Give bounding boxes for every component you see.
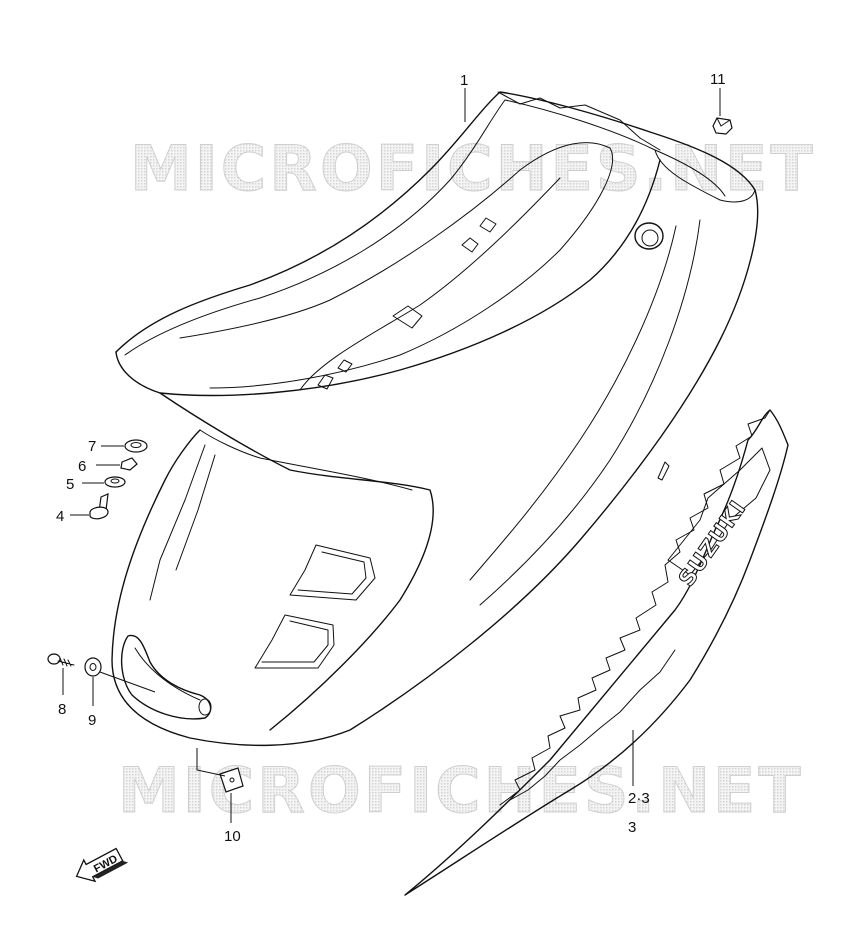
washer-part-7 [124,439,148,453]
callout-1: 1 [460,72,468,89]
callout-7: 7 [88,438,96,455]
callout-2-3: 2·3 [628,790,650,807]
fwd-direction-arrow: FWD [75,847,129,883]
callout-10: 10 [224,828,241,845]
washer-part-5 [104,476,126,488]
watermark-bottom: MICROFICHES.NET [118,754,804,827]
callout-8: 8 [58,701,66,718]
callout-5: 5 [66,476,74,493]
nut-part-6 [120,457,138,471]
clip-nut-part-10 [219,767,244,793]
bolt-part-4 [89,493,109,520]
callout-9: 9 [88,712,96,729]
suzuki-emblem: SUZUKI [667,447,771,592]
watermark-top: MICROFICHES.NET [130,132,816,205]
emblem-text: SUZUKI [674,496,751,591]
washer-part-9 [84,657,102,677]
leader-lines [62,88,721,823]
callout-3: 3 [628,819,636,836]
screw-part-8 [47,653,75,667]
clip-part-11 [712,117,733,135]
callout-11: 11 [710,71,726,88]
callout-4: 4 [56,508,64,525]
seat-tail-cover-part-1 [111,91,759,747]
callout-6: 6 [78,458,86,475]
